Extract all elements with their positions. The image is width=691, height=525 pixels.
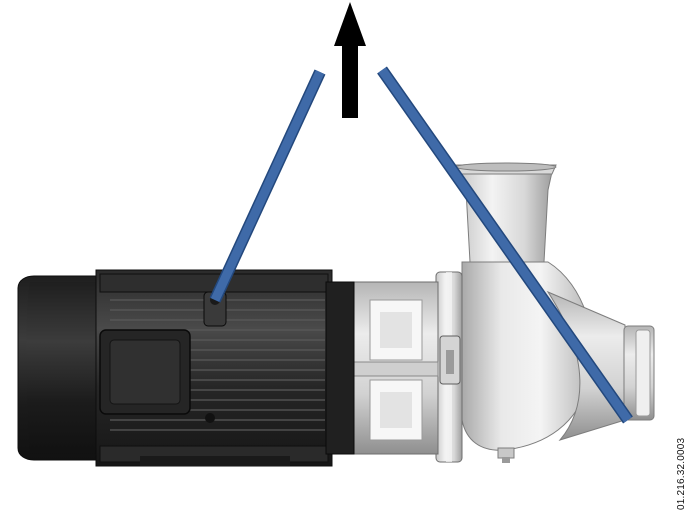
casing-flange	[435, 271, 463, 463]
lifting-sling-right	[377, 66, 633, 424]
lift-direction-arrow	[334, 2, 366, 118]
electric-motor	[17, 269, 355, 467]
adapter-housing	[351, 281, 439, 455]
lifting-sling-left	[209, 69, 326, 303]
document-code: 01.216.32.0003	[676, 437, 687, 510]
